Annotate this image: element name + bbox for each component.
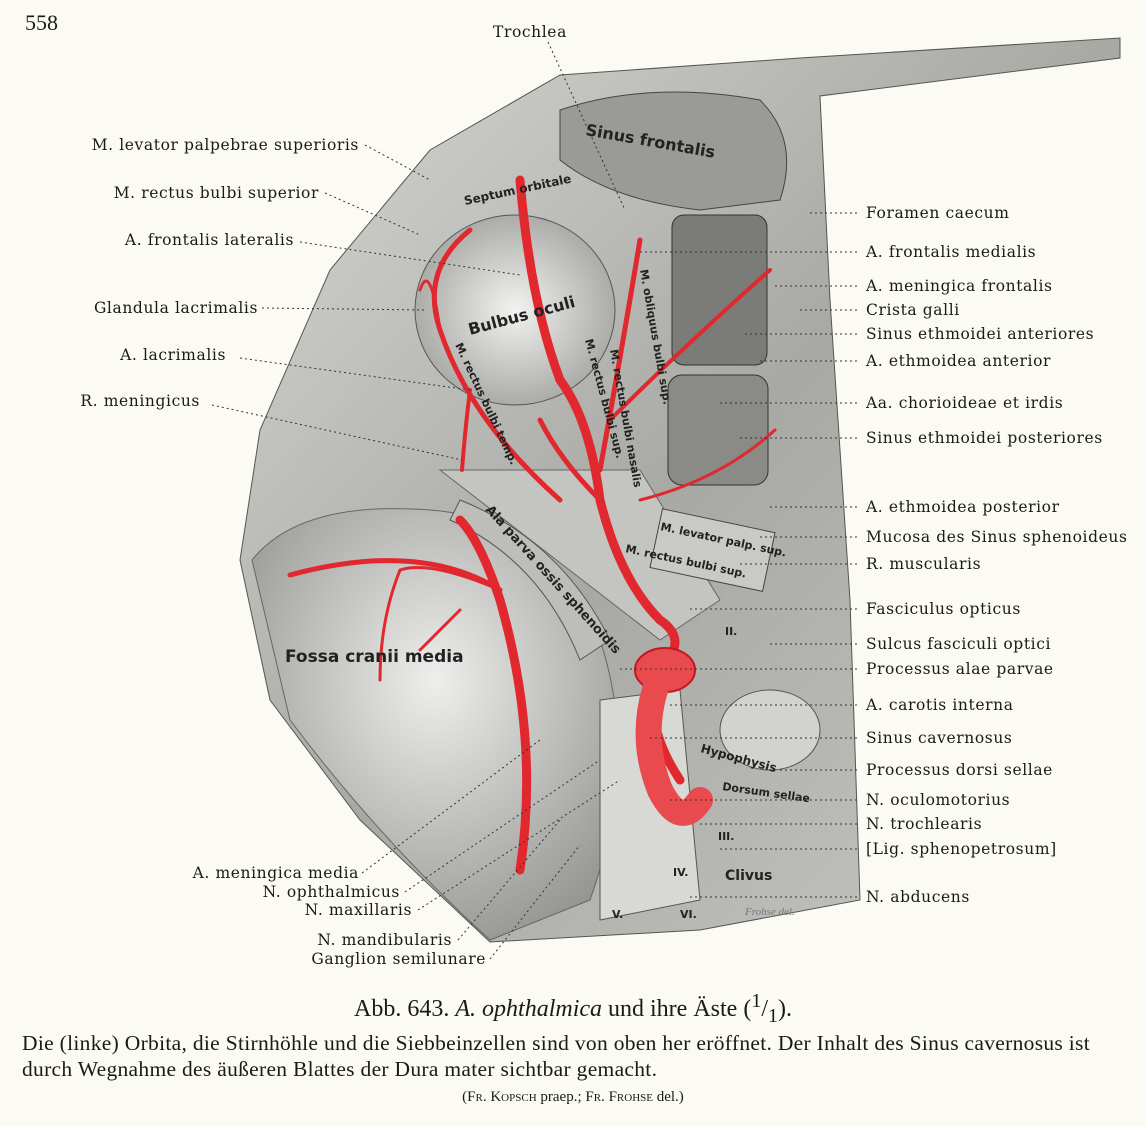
- right-label: [Lig. sphenopetrosum]: [866, 840, 1057, 858]
- right-label: Processus dorsi sellae: [866, 761, 1053, 779]
- left-label: A. lacrimalis: [120, 346, 226, 364]
- right-label: Fasciculus opticus: [866, 600, 1021, 618]
- page-number: 558: [25, 10, 58, 35]
- svg-text:Clivus: Clivus: [725, 868, 772, 884]
- credit-open: (: [462, 1089, 468, 1105]
- right-label: Mucosa des Sinus sphenoideus: [866, 528, 1128, 546]
- svg-text:IV.: IV.: [673, 866, 688, 879]
- left-label: M. levator palpebrae superioris: [91, 136, 359, 154]
- right-label: A. ethmoidea posterior: [866, 498, 1060, 516]
- bottom-label: N. mandibularis: [317, 931, 452, 949]
- figure-credit: (Fr. Kopsch praep.; Fr. Frohse del.): [0, 1089, 1146, 1106]
- right-label: A. ethmoidea anterior: [866, 352, 1052, 370]
- anatomical-illustration: Sinus frontalis Septum orbitale Bulbus o…: [211, 37, 1121, 960]
- figure-caption-body: Die (linke) Orbita, die Stirnhöhle und d…: [22, 1031, 1090, 1081]
- credit-mid: praep.;: [536, 1089, 586, 1105]
- svg-text:III.: III.: [718, 830, 734, 843]
- bottom-label: N. maxillaris: [304, 901, 412, 919]
- left-label: A. frontalis lateralis: [124, 231, 294, 249]
- right-label: Sinus ethmoidei anteriores: [866, 325, 1095, 343]
- right-label: R. muscularis: [866, 555, 982, 573]
- svg-text:Fossa cranii media: Fossa cranii media: [285, 647, 464, 667]
- svg-text:V.: V.: [612, 908, 623, 921]
- right-label: N. trochlearis: [866, 815, 983, 833]
- leader-lines: [211, 41, 860, 960]
- left-label: Glandula lacrimalis: [93, 299, 258, 317]
- left-label: M. rectus bulbi superior: [113, 184, 319, 202]
- label-trochlea: Trochlea: [493, 23, 567, 41]
- caption-scale-end: ).: [777, 996, 792, 1022]
- svg-text:Frohse del.: Frohse del.: [744, 906, 795, 918]
- right-label: Foramen caecum: [866, 204, 1010, 222]
- bottom-label: N. ophthalmicus: [262, 883, 400, 901]
- caption-scale-sep: /: [761, 996, 768, 1022]
- credit-preparator: Fr. Kopsch: [467, 1089, 537, 1105]
- caption-italic: A. ophthalmica: [455, 996, 603, 1022]
- right-label: A. frontalis medialis: [866, 243, 1037, 261]
- left-label: R. meningicus: [80, 392, 200, 410]
- right-label: Crista galli: [866, 301, 960, 319]
- caption-rest: und ihre Äste (: [602, 996, 752, 1022]
- svg-text:VI.: VI.: [680, 908, 697, 921]
- caption-scale-sub: 1: [767, 1004, 778, 1027]
- caption-prefix: Abb. 643.: [354, 996, 456, 1022]
- right-label: N. abducens: [866, 888, 970, 906]
- right-label: Sulcus fasciculi optici: [866, 635, 1052, 653]
- right-label: Sinus cavernosus: [866, 729, 1013, 747]
- figure-caption-title: Abb. 643. A. ophthalmica und ihre Äste (…: [0, 990, 1146, 1028]
- right-label: A. carotis interna: [866, 696, 1014, 714]
- right-label: Sinus ethmoidei posteriores: [866, 429, 1103, 447]
- credit-artist: Fr. Frohse: [585, 1089, 653, 1105]
- caption-scale-sup: 1: [751, 990, 762, 1012]
- right-label: N. oculomotorius: [866, 791, 1011, 809]
- credit-end: del.): [652, 1089, 684, 1105]
- arteries: [287, 175, 777, 875]
- right-label: A. meningica frontalis: [866, 277, 1053, 295]
- bottom-label: Ganglion semilunare: [311, 950, 486, 968]
- right-label: Aa. chorioideae et irdis: [866, 394, 1064, 412]
- bottom-label: A. meningica media: [192, 864, 359, 882]
- right-label: Processus alae parvae: [866, 660, 1054, 678]
- svg-text:II.: II.: [725, 625, 737, 638]
